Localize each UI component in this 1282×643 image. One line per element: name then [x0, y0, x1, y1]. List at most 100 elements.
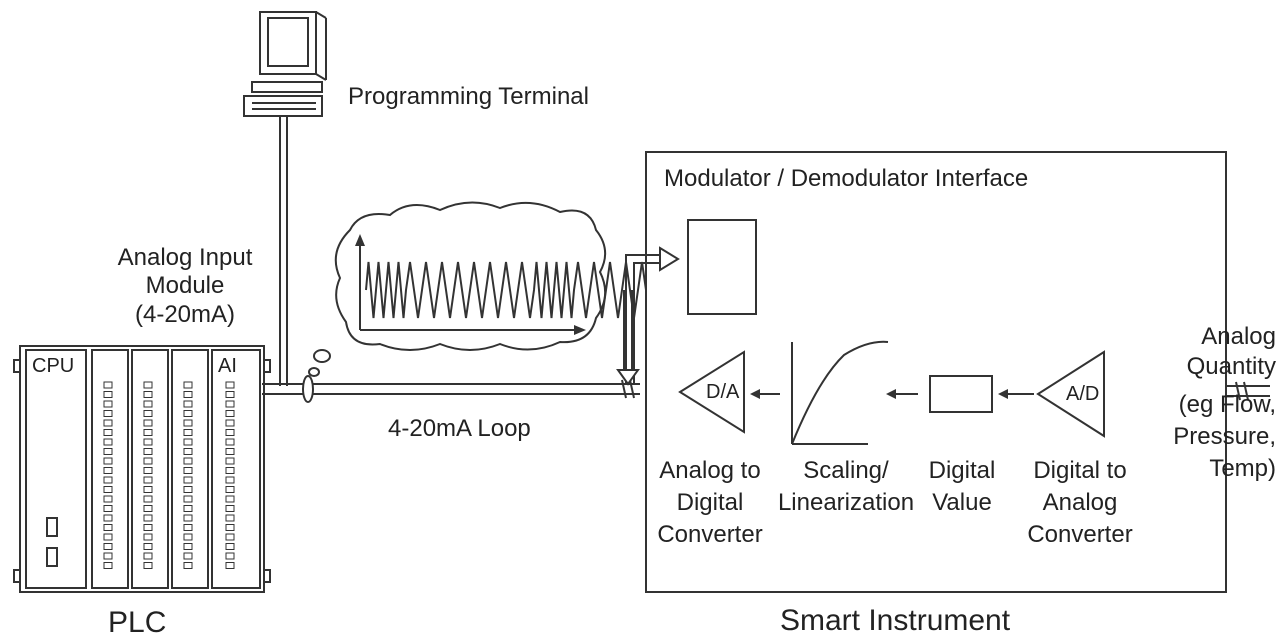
terminal-led	[183, 467, 193, 474]
adc-converter-block	[1036, 350, 1105, 438]
terminal-led	[103, 419, 113, 427]
terminal-led	[225, 486, 235, 493]
terminal-led	[225, 505, 235, 512]
terminal-led	[183, 400, 193, 408]
terminal-led	[183, 448, 193, 455]
terminal-led	[143, 476, 153, 484]
terminal-led	[225, 400, 235, 408]
analog-input-module-line-2: Module	[146, 272, 225, 299]
terminal-led	[225, 543, 235, 550]
terminal-led	[183, 533, 193, 541]
terminal-led	[183, 514, 193, 522]
terminal-led	[225, 419, 235, 427]
terminal-led	[183, 524, 193, 531]
arrow-value-to-scaling	[886, 389, 918, 399]
adc-symbol: A/D	[1066, 383, 1099, 405]
terminal-led	[103, 562, 113, 569]
terminal-led	[183, 410, 193, 417]
current-loop-wires	[262, 375, 640, 403]
terminal-led	[103, 524, 113, 531]
scaling-caption-line-1: Scaling/	[803, 457, 889, 484]
analog-input-module-line-3: (4-20mA)	[135, 301, 235, 328]
terminal-led	[143, 543, 153, 550]
terminal-led	[183, 419, 193, 427]
terminal-led	[225, 495, 235, 503]
terminal-led	[143, 448, 153, 455]
terminal-led	[103, 381, 113, 389]
modem-interface-label: Modulator / Demodulator Interface	[664, 165, 1028, 192]
terminal-led	[143, 419, 153, 427]
loop-label: 4-20mA Loop	[388, 415, 531, 442]
terminal-led	[143, 400, 153, 408]
terminal-led	[225, 562, 235, 569]
digital-value-block	[929, 375, 993, 413]
modem-block	[687, 219, 757, 315]
analog-quantity-line-4: Pressure,	[1173, 423, 1276, 450]
terminal-led	[225, 514, 235, 522]
terminal-led	[103, 514, 113, 522]
terminal-led	[143, 562, 153, 569]
terminal-led	[103, 429, 113, 436]
terminal-led	[183, 457, 193, 465]
terminal-led	[143, 495, 153, 503]
terminal-cable	[279, 116, 288, 386]
ai-label: AI	[218, 355, 237, 377]
analog-quantity-label: Analog Quantity (eg Flow, Pressure, Temp…	[1173, 323, 1276, 482]
adc-caption-line-1: Analog to	[659, 457, 760, 484]
modem-input-arrow	[625, 246, 680, 384]
digital-value-caption-line-1: Digital	[929, 457, 996, 484]
terminal-led	[103, 400, 113, 408]
terminal-led	[103, 495, 113, 503]
terminal-led	[103, 410, 113, 417]
terminal-led	[103, 533, 113, 541]
terminal-led	[225, 410, 235, 417]
scaling-caption: Scaling/ Linearization	[778, 457, 914, 516]
terminal-led	[225, 467, 235, 474]
terminal-led	[143, 514, 153, 522]
digital-value-caption-line-2: Value	[932, 489, 992, 516]
dta-converter-block	[678, 350, 745, 434]
terminal-led	[143, 381, 153, 389]
terminal-led	[225, 476, 235, 484]
terminal-led	[225, 457, 235, 465]
terminal-led	[183, 505, 193, 512]
analog-input-module-label: Analog Input Module (4-20mA)	[118, 244, 253, 328]
plc-label: PLC	[108, 606, 166, 638]
analog-quantity-line-2: Quantity	[1187, 353, 1276, 380]
arrow-scaling-to-dta	[750, 389, 780, 399]
smart-instrument-label: Smart Instrument	[780, 604, 1011, 637]
dta-symbol: D/A	[706, 381, 740, 403]
terminal-led	[143, 524, 153, 531]
terminal-led	[183, 381, 193, 389]
terminal-led	[225, 438, 235, 446]
dac-caption-line-1: Digital to	[1033, 457, 1126, 484]
adc-caption: Analog to Digital Converter	[657, 457, 762, 548]
terminal-led	[143, 467, 153, 474]
terminal-led	[225, 429, 235, 436]
digital-value-caption: Digital Value	[929, 457, 996, 516]
terminal-led	[143, 391, 153, 398]
terminal-led	[183, 486, 193, 493]
terminal-led	[103, 486, 113, 493]
dac-caption: Digital to Analog Converter	[1027, 457, 1132, 548]
adc-caption-line-2: Digital	[677, 489, 744, 516]
terminal-led	[103, 543, 113, 550]
terminal-led	[143, 429, 153, 436]
analog-quantity-line-1: Analog	[1201, 323, 1276, 350]
terminal-led	[103, 438, 113, 446]
terminal-led	[143, 486, 153, 493]
terminal-led	[143, 505, 153, 512]
terminal-led	[183, 429, 193, 436]
analog-quantity-line-5: Temp)	[1209, 455, 1276, 482]
terminal-led	[183, 476, 193, 484]
arrow-adc-to-value	[998, 389, 1034, 399]
terminal-led	[103, 476, 113, 484]
analog-input-module-line-1: Analog Input	[118, 244, 253, 271]
terminal-led	[183, 495, 193, 503]
cpu-label: CPU	[32, 355, 74, 377]
terminal-led	[183, 562, 193, 569]
dac-caption-line-3: Converter	[1027, 521, 1132, 548]
analog-quantity-line-3: (eg Flow,	[1179, 391, 1276, 418]
